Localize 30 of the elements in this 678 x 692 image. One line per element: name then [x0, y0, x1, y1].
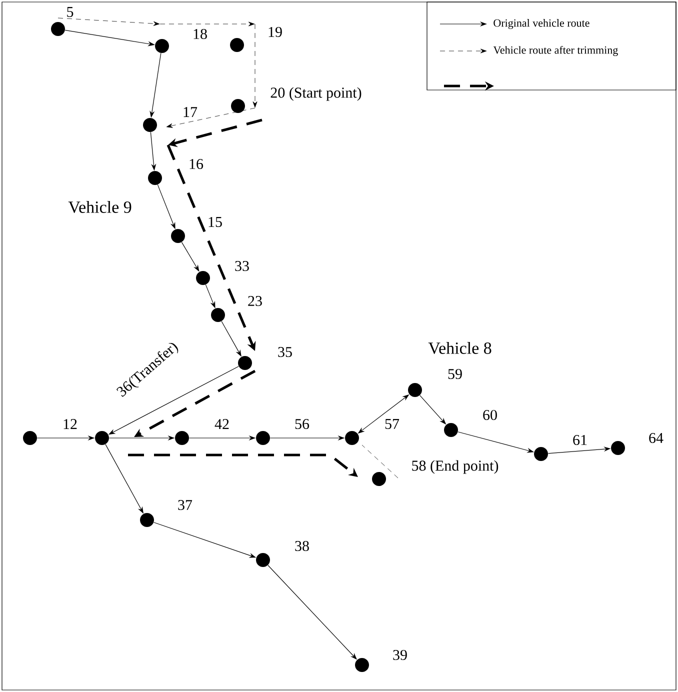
point-label: 20 (Start point)	[270, 87, 362, 101]
point-label: 12	[64, 419, 77, 429]
point-label: 61	[573, 434, 587, 446]
point-label: 64	[649, 432, 664, 444]
point-label: 37	[178, 500, 192, 510]
point-label: 23	[248, 296, 262, 306]
point-label: 16	[190, 158, 204, 170]
point-label: 35	[278, 346, 292, 358]
point-label: 56	[295, 418, 310, 430]
route-arrow	[58, 18, 160, 26]
point-label: 17	[184, 107, 198, 117]
legend-text: Original vehicle route	[494, 19, 590, 29]
point-label: 18	[194, 28, 207, 40]
route-arrow	[252, 24, 258, 108]
point-label: 42	[214, 419, 229, 429]
vehicle-label: Vehicle 9	[68, 200, 132, 214]
point-label: 60	[483, 410, 497, 420]
point-label: 15	[208, 216, 222, 228]
route-arrow	[166, 108, 256, 128]
point-label: 19	[268, 26, 282, 38]
vehicle-label: Vehicle 8	[428, 342, 492, 354]
point-label: 33	[235, 260, 249, 272]
point-label: 57	[385, 419, 400, 429]
route-arrow	[160, 22, 255, 26]
point-label: 38	[295, 540, 309, 552]
point-label: 59	[448, 368, 462, 380]
point-label: 58 (End point)	[412, 460, 498, 474]
point-label: 39	[393, 650, 407, 660]
legend-text: Vehicle route after trimming	[493, 46, 618, 56]
point-label: 5	[67, 7, 74, 17]
